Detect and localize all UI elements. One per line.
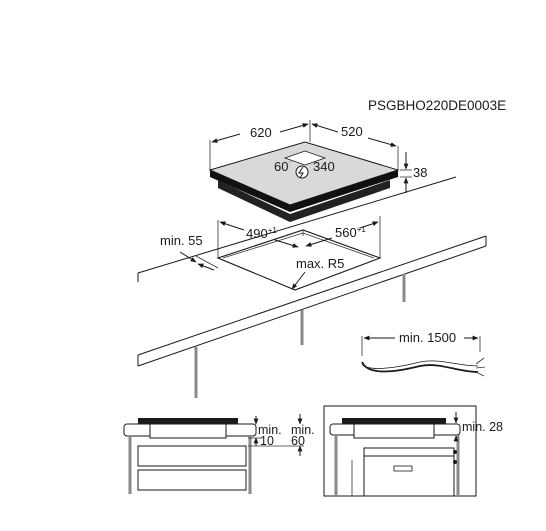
power-connection-icon bbox=[295, 165, 309, 179]
clearance-b-min-label: min. bbox=[291, 423, 315, 437]
cutout-depth-label: 560+1 bbox=[335, 225, 366, 240]
worktop-cutout: 490+1 560+1 min. 55 max. R5 bbox=[160, 216, 382, 291]
hob-body-left bbox=[218, 180, 290, 222]
hob-width-label: 620 bbox=[250, 125, 272, 140]
clearance-a-value-label: 10 bbox=[260, 434, 274, 448]
cutout-radius-label: max. R5 bbox=[296, 256, 344, 271]
product-code: PSGBHO220DE0003E bbox=[368, 98, 506, 113]
hob-body-right bbox=[290, 180, 390, 222]
hob-height-label: 38 bbox=[413, 165, 427, 180]
worktop bbox=[137, 176, 487, 398]
terminal-depth-label: 340 bbox=[313, 159, 335, 174]
worktop-rear-edge bbox=[137, 176, 457, 274]
hob-right-edge bbox=[290, 170, 398, 212]
hob-appliance: 620 520 60 340 38 bbox=[208, 120, 427, 222]
cutout-width-label: 490+1 bbox=[246, 226, 277, 241]
cutout-min-rear-label: min. 55 bbox=[160, 233, 203, 248]
oven-clearance-label: min. 28 bbox=[462, 420, 503, 434]
worktop-front-edge bbox=[137, 235, 487, 356]
hob-front-edge bbox=[210, 170, 290, 212]
clearance-a-min-label: min. bbox=[258, 423, 282, 437]
hob-depth-label: 520 bbox=[341, 124, 363, 139]
detail-drawer-cabinet: min. 10 min. 60 bbox=[123, 414, 315, 494]
power-cable: min. 1500 bbox=[361, 330, 486, 377]
detail-oven-cabinet: min. 28 bbox=[323, 405, 503, 497]
terminal-offset-label: 60 bbox=[274, 159, 288, 174]
cable-min-length-label: min. 1500 bbox=[399, 330, 456, 345]
terminal-box bbox=[283, 150, 327, 166]
clearance-b-value-label: 60 bbox=[291, 434, 305, 448]
